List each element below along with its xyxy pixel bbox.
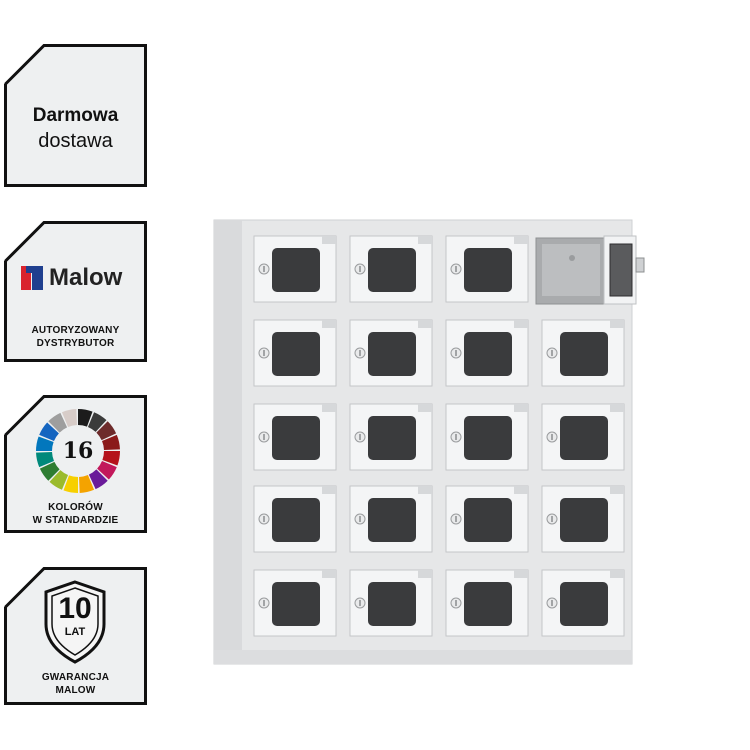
warranty-years: 10 [58, 592, 92, 625]
locker-door [253, 235, 337, 303]
colors-line2: W STANDARDZIE [32, 515, 119, 526]
warranty-line1: GWARANCJA [41, 672, 110, 683]
locker-cabinet-image [212, 218, 672, 673]
locker-door [541, 485, 625, 553]
warranty-badge: 10 LAT GWARANCJA MALOW [4, 567, 147, 705]
locker-door [349, 569, 433, 637]
colors-badge: 16 KOLORÓW W STANDARDZIE [4, 395, 147, 533]
locker-door [445, 319, 529, 387]
locker-door [253, 569, 337, 637]
distributor-line1: AUTORYZOWANY [31, 325, 120, 336]
locker-door [445, 569, 529, 637]
locker-cabinet [213, 219, 645, 665]
colors-count: 16 [62, 438, 94, 464]
locker-door [445, 235, 529, 303]
warranty-unit: LAT [64, 626, 86, 638]
locker-door [349, 403, 433, 471]
locker-door [445, 485, 529, 553]
locker-door [253, 485, 337, 553]
locker-door [349, 235, 433, 303]
brand-name: Malow [49, 264, 123, 291]
free-delivery-badge: Darmowa dostawa [4, 44, 147, 187]
locker-door [541, 319, 625, 387]
delivery-line2: dostawa [38, 130, 113, 152]
locker-door [349, 485, 433, 553]
locker-door [445, 403, 529, 471]
delivery-line1: Darmowa [32, 105, 119, 126]
warranty-line2: MALOW [55, 685, 96, 696]
locker-door [253, 403, 337, 471]
locker-door [253, 319, 337, 387]
locker-door [541, 569, 625, 637]
locker-door [349, 319, 433, 387]
locker-door [541, 403, 625, 471]
distributor-line2: DYSTRYBUTOR [36, 338, 115, 349]
malow-logo-icon [21, 266, 43, 290]
colors-line1: KOLORÓW [48, 502, 103, 513]
distributor-badge: Malow AUTORYZOWANY DYSTRYBUTOR [4, 221, 147, 362]
open-locker-compartment [535, 235, 645, 305]
